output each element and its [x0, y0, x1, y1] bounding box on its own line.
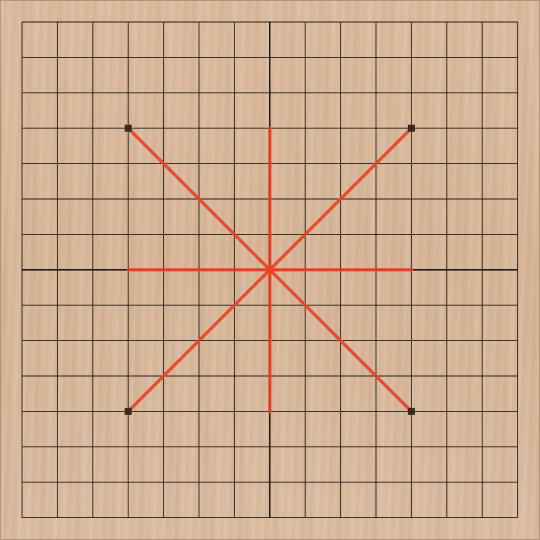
star-point[interactable]: [124, 124, 132, 132]
star-point[interactable]: [407, 124, 415, 132]
star-point[interactable]: [124, 407, 132, 415]
star-point[interactable]: [407, 407, 415, 415]
direction-ray: [126, 126, 272, 272]
center-point[interactable]: [265, 265, 274, 274]
direction-ray: [268, 126, 413, 272]
direction-ray: [126, 268, 272, 413]
direction-ray: [268, 268, 413, 413]
